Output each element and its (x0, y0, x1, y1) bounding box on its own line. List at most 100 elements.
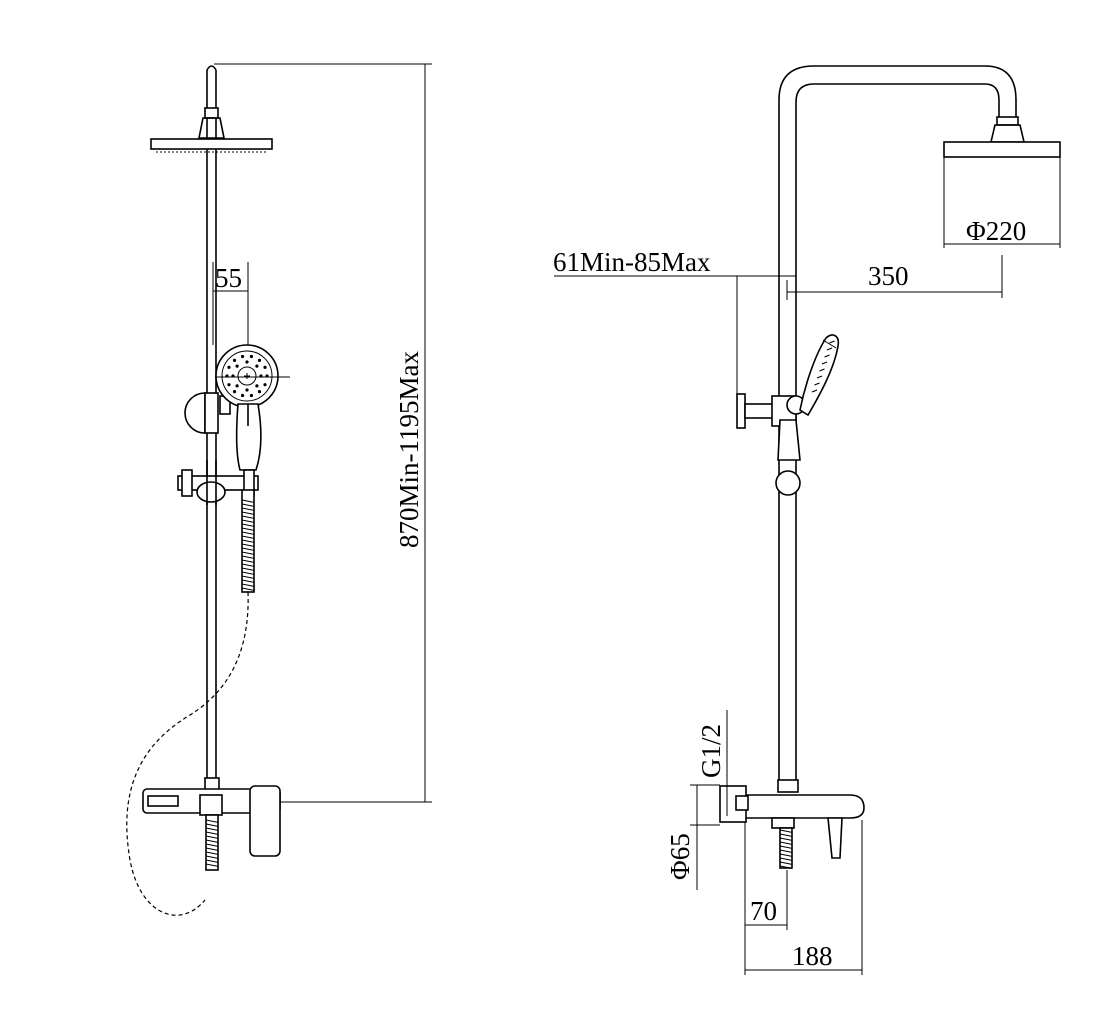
hose-coil (241, 519, 255, 523)
nozzle-dot (255, 384, 259, 388)
dimension-height: 870Min-1195Max (214, 63, 432, 803)
hose-coil (241, 555, 255, 559)
side-nozzle (811, 389, 818, 393)
front-upper-bracket (184, 392, 231, 434)
side-nozzle (826, 347, 833, 351)
dimension-valve-offset-label: 70 (750, 896, 777, 926)
hose-coil (779, 841, 793, 845)
side-nozzle (829, 340, 835, 344)
hose-coil (779, 833, 793, 837)
hose-coil (241, 551, 255, 555)
side-nozzle (819, 368, 825, 372)
nozzle-dot (255, 364, 259, 368)
hose-coil (205, 863, 219, 867)
nozzle-dot (235, 364, 239, 368)
hose-coil (779, 853, 793, 857)
hose-coil (205, 855, 219, 859)
dimension-55-label: 55 (215, 263, 242, 293)
dimension-head-diameter-label: Φ220 (966, 216, 1026, 246)
side-overhead-shower-head: Φ220 (943, 141, 1061, 248)
nozzle-dot (240, 393, 245, 398)
hose-coil (241, 543, 255, 547)
hose-coil (241, 527, 255, 531)
dimension-arm-length-label: 350 (868, 261, 909, 291)
hose-coil (241, 535, 255, 539)
nozzle-dot (232, 390, 237, 394)
side-nozzle (816, 375, 823, 379)
dimension-spout-length-label: 188 (792, 941, 833, 971)
hose-coil (241, 575, 255, 579)
hose-coil (241, 547, 255, 551)
hose-coil (241, 539, 255, 543)
hose-coil (241, 499, 255, 503)
hose-coil (241, 511, 255, 515)
nozzle-dot (263, 365, 267, 369)
hose-coil (241, 587, 255, 591)
front-view: 55 870Min-1195Max (126, 63, 432, 916)
hose-coil (205, 847, 219, 851)
nozzle-dot (227, 365, 231, 369)
dimension-arm-depth-label: 61Min-85Max (553, 247, 711, 277)
hose-coil (205, 823, 219, 827)
side-mixer-valve (719, 779, 865, 869)
dimension-arm: 350 61Min-85Max (553, 247, 1003, 405)
nozzle-dot (245, 388, 249, 392)
hose-coil (779, 865, 793, 869)
hose-coil (241, 523, 255, 527)
side-slide-holder (775, 470, 801, 496)
nozzle-dot (249, 354, 254, 359)
hose-coil (241, 559, 255, 563)
hose-coil (779, 857, 793, 861)
dimension-height-label: 870Min-1195Max (394, 351, 424, 548)
front-head-connector (198, 107, 225, 139)
front-overhead-shower-head (150, 138, 273, 153)
hose-coil (205, 835, 219, 839)
side-nozzle (814, 382, 820, 386)
hose-coil (205, 827, 219, 831)
hose-coil (779, 849, 793, 853)
hose-coil (241, 531, 255, 535)
hose-coil (779, 837, 793, 841)
side-nozzle (824, 354, 830, 358)
nozzle-dot (257, 358, 262, 362)
side-head-connector (989, 116, 1026, 143)
side-riser-and-arm (778, 65, 1017, 790)
front-slide-holder (177, 460, 259, 505)
hose-coil (241, 515, 255, 519)
hose-coil (241, 579, 255, 583)
side-lower-hose-coils (779, 829, 793, 869)
nozzle-dot (227, 383, 231, 387)
front-hose (126, 489, 255, 916)
hose-coil (779, 829, 793, 833)
front-hand-shower (215, 344, 279, 471)
hose-coil (241, 507, 255, 511)
dimension-inlet-thread-label: G1/2 (696, 724, 726, 778)
hose-coil (205, 859, 219, 863)
front-lower-hose-coils (205, 819, 219, 867)
dimension-55: 55 (212, 262, 290, 378)
hose-coil (779, 845, 793, 849)
hose-coil (205, 819, 219, 823)
side-view: Φ220 350 61Min-85Max (553, 65, 1061, 975)
hose-coil (205, 851, 219, 855)
nozzle-dot (235, 384, 239, 388)
side-hand-shower (777, 334, 840, 461)
nozzle-dot (249, 393, 254, 398)
hose-coil (241, 567, 255, 571)
nozzle-dot (245, 360, 249, 364)
hose-coil (241, 503, 255, 507)
dimension-flange-diameter-label: Φ65 (665, 833, 695, 880)
nozzle-dot (257, 390, 262, 394)
front-hose-coils (241, 499, 255, 591)
side-hand-shower-nozzles (811, 340, 835, 393)
nozzle-dot (263, 383, 267, 387)
hose-coil (205, 839, 219, 843)
hose-coil (241, 563, 255, 567)
front-mixer-valve (142, 777, 430, 871)
hose-coil (779, 861, 793, 865)
dimension-inlet: G1/2 Φ65 (665, 710, 728, 890)
nozzle-dot (240, 354, 245, 359)
side-nozzle (821, 361, 828, 365)
hose-coil (205, 843, 219, 847)
